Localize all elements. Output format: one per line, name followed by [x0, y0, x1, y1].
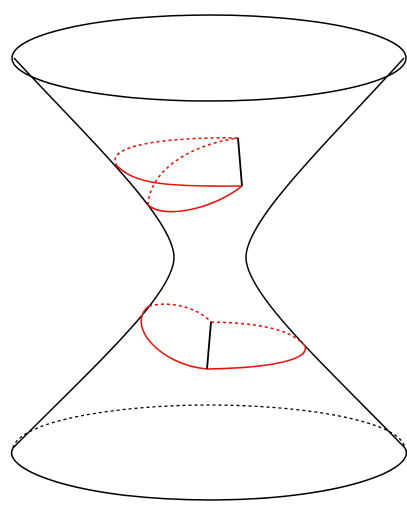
upper-red-inner-dashed [147, 137, 239, 206]
upper-red-lower-arc [147, 185, 243, 213]
lower-red-left-arc [140, 305, 208, 370]
upper-red-back-dashed [114, 137, 239, 167]
left-profile-curve [12, 57, 175, 449]
lower-red-back-dashed-left [148, 303, 212, 323]
bottom-rim-front [10, 447, 407, 501]
lower-red-back-dashed-right [210, 321, 306, 347]
upper-black-segment [237, 137, 243, 187]
upper-red-front-edge [116, 165, 243, 187]
right-profile-curve [245, 57, 406, 449]
top-rim-ellipse [11, 14, 407, 102]
bottom-rim-back-hidden [12, 404, 406, 449]
lower-red-bottom-arc [206, 345, 307, 370]
lower-black-segment [206, 321, 212, 370]
